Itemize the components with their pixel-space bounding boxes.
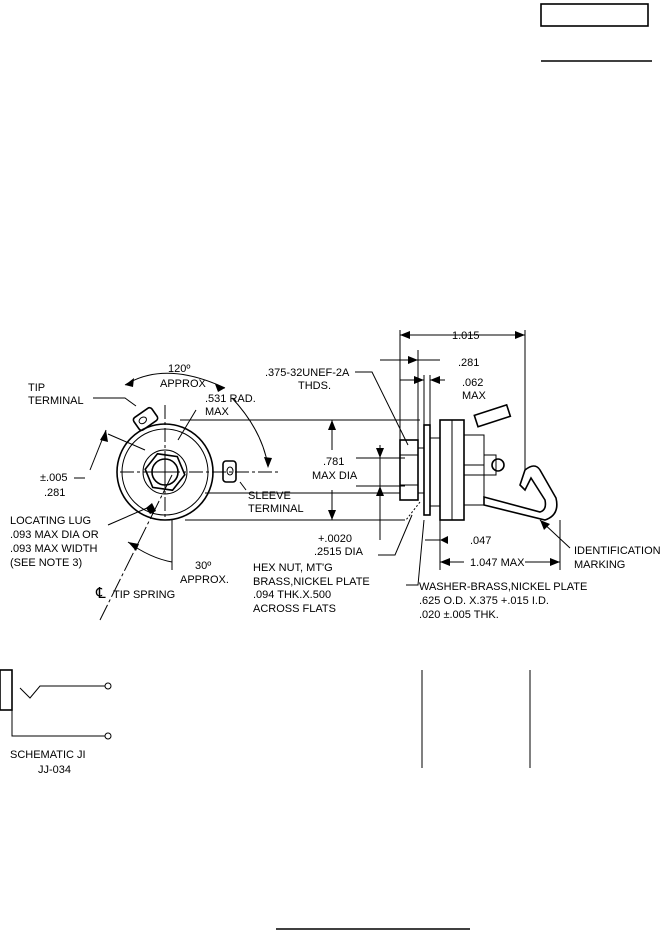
hex-nut-front — [144, 452, 186, 492]
hex-nut-side — [399, 439, 419, 501]
label-lug-1: LOCATING LUG — [10, 515, 91, 527]
label-rad-1: .531 RAD. — [205, 393, 256, 405]
tip-spring-centerline — [99, 474, 173, 621]
label-dim-062-2: MAX — [462, 390, 487, 402]
label-washer-3: .020 ±.005 THK. — [419, 609, 499, 621]
label-tip-2: TERMINAL — [28, 395, 84, 407]
label-dia-2515-2: .2515 DIA — [314, 546, 364, 558]
label-thread-2: THDS. — [298, 380, 331, 392]
label-tip-spring: TIP SPRING — [113, 589, 175, 601]
label-dia-781-2: MAX DIA — [312, 470, 358, 482]
label-dim-047: .047 — [470, 535, 491, 547]
label-dia-2515-1: +.0020 — [318, 533, 352, 545]
label-tol-2: .281 — [44, 487, 65, 499]
label-lug-3: .093 MAX WIDTH — [10, 543, 97, 555]
label-hexnut-1: HEX NUT, MT'G — [253, 562, 333, 574]
label-schematic-2: JJ-034 — [38, 764, 71, 776]
label-lug-2: .093 MAX DIA OR — [10, 529, 99, 541]
label-thread-1: .375-32UNEF-2A — [265, 367, 350, 379]
label-dim-1015: 1.015 — [452, 330, 480, 342]
label-hexnut-3: .094 THK.X.500 — [253, 589, 331, 601]
label-dia-781-1: .781 — [323, 456, 344, 468]
label-hexnut-4: ACROSS FLATS — [253, 603, 336, 615]
tip-terminal-lug — [132, 406, 159, 432]
label-angle-30-2: APPROX. — [180, 574, 229, 586]
label-ident-1: IDENTIFICATION — [574, 545, 661, 557]
label-ident-2: MARKING — [574, 559, 625, 571]
label-dim-1047: 1.047 MAX — [470, 557, 525, 569]
label-washer-1: WASHER-BRASS,NICKEL PLATE — [419, 581, 587, 593]
label-sleeve-1: SLEEVE — [248, 490, 291, 502]
label-rad-2: MAX — [205, 406, 230, 418]
label-cl-symbol: ℄ — [95, 585, 106, 602]
label-sleeve-2: TERMINAL — [248, 503, 304, 515]
label-dim-062-1: .062 — [462, 377, 483, 389]
label-tol-1: ±.005 — [40, 472, 67, 484]
label-tip-1: TIP — [28, 382, 45, 394]
label-angle-120: 120º — [168, 363, 190, 375]
locating-lug — [146, 503, 156, 514]
header-box — [540, 3, 649, 27]
label-washer-2: .625 O.D. X.375 +.015 I.D. — [419, 595, 549, 607]
washer-side — [423, 424, 431, 516]
label-angle-30-1: 30º — [195, 560, 211, 572]
label-dim-281-top: .281 — [458, 357, 479, 369]
label-hexnut-2: BRASS,NICKEL PLATE — [253, 576, 370, 588]
label-schematic-1: SCHEMATIC JI — [10, 749, 86, 761]
schematic — [0, 669, 531, 768]
front-view — [74, 372, 280, 621]
label-approx-top: APPROX — [160, 378, 207, 390]
spring-clip — [483, 465, 558, 521]
label-lug-4: (SEE NOTE 3) — [10, 557, 82, 569]
side-view — [399, 403, 558, 521]
